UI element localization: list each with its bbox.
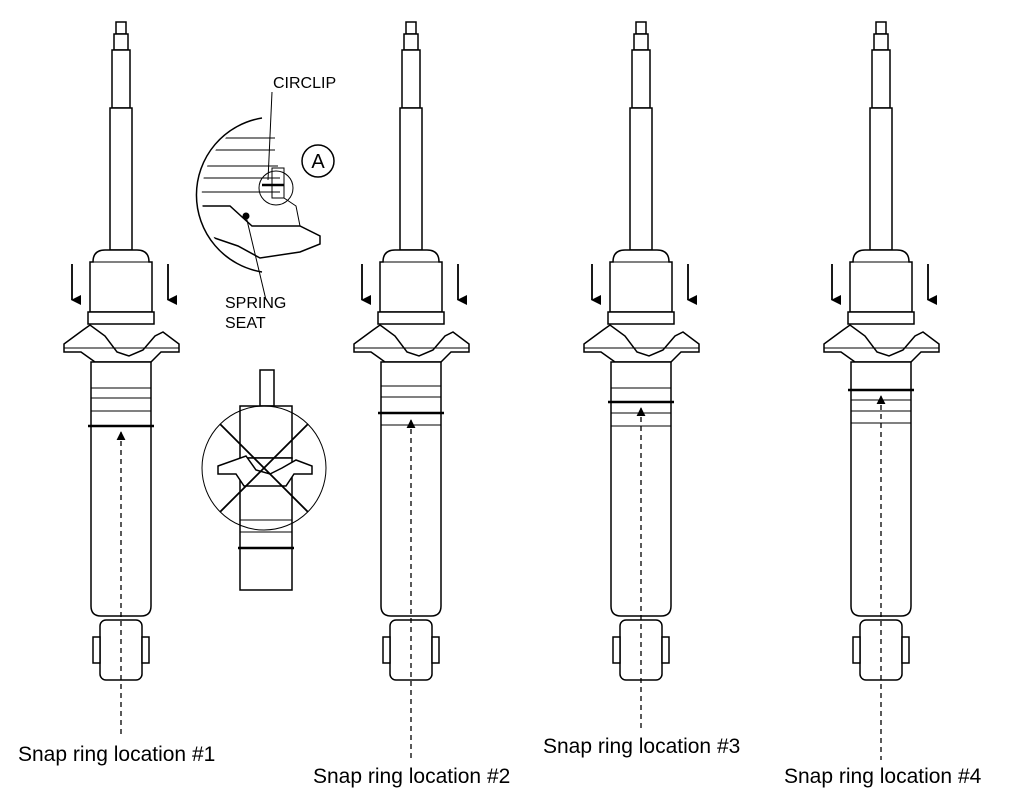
spring-seat-label-line1: SPRING: [225, 295, 286, 312]
strut-4: [824, 22, 939, 760]
caption-location-2: Snap ring location #2: [313, 765, 510, 788]
circlip-detail-inset: A CIRCLIP SPRING SEAT: [195, 75, 336, 332]
strut-3: [584, 22, 699, 730]
incorrect-installation-inset: [201, 369, 327, 591]
spring-seat-label-line2: SEAT: [225, 315, 266, 332]
circlip-label: CIRCLIP: [273, 75, 336, 92]
caption-location-1: Snap ring location #1: [18, 743, 215, 766]
caption-location-3: Snap ring location #3: [543, 735, 740, 758]
detail-marker-label: A: [311, 151, 325, 173]
strut-1: [64, 22, 179, 734]
strut-2: [354, 22, 469, 758]
detail-marker-circle: [301, 144, 335, 178]
caption-location-4: Snap ring location #4: [784, 765, 982, 788]
